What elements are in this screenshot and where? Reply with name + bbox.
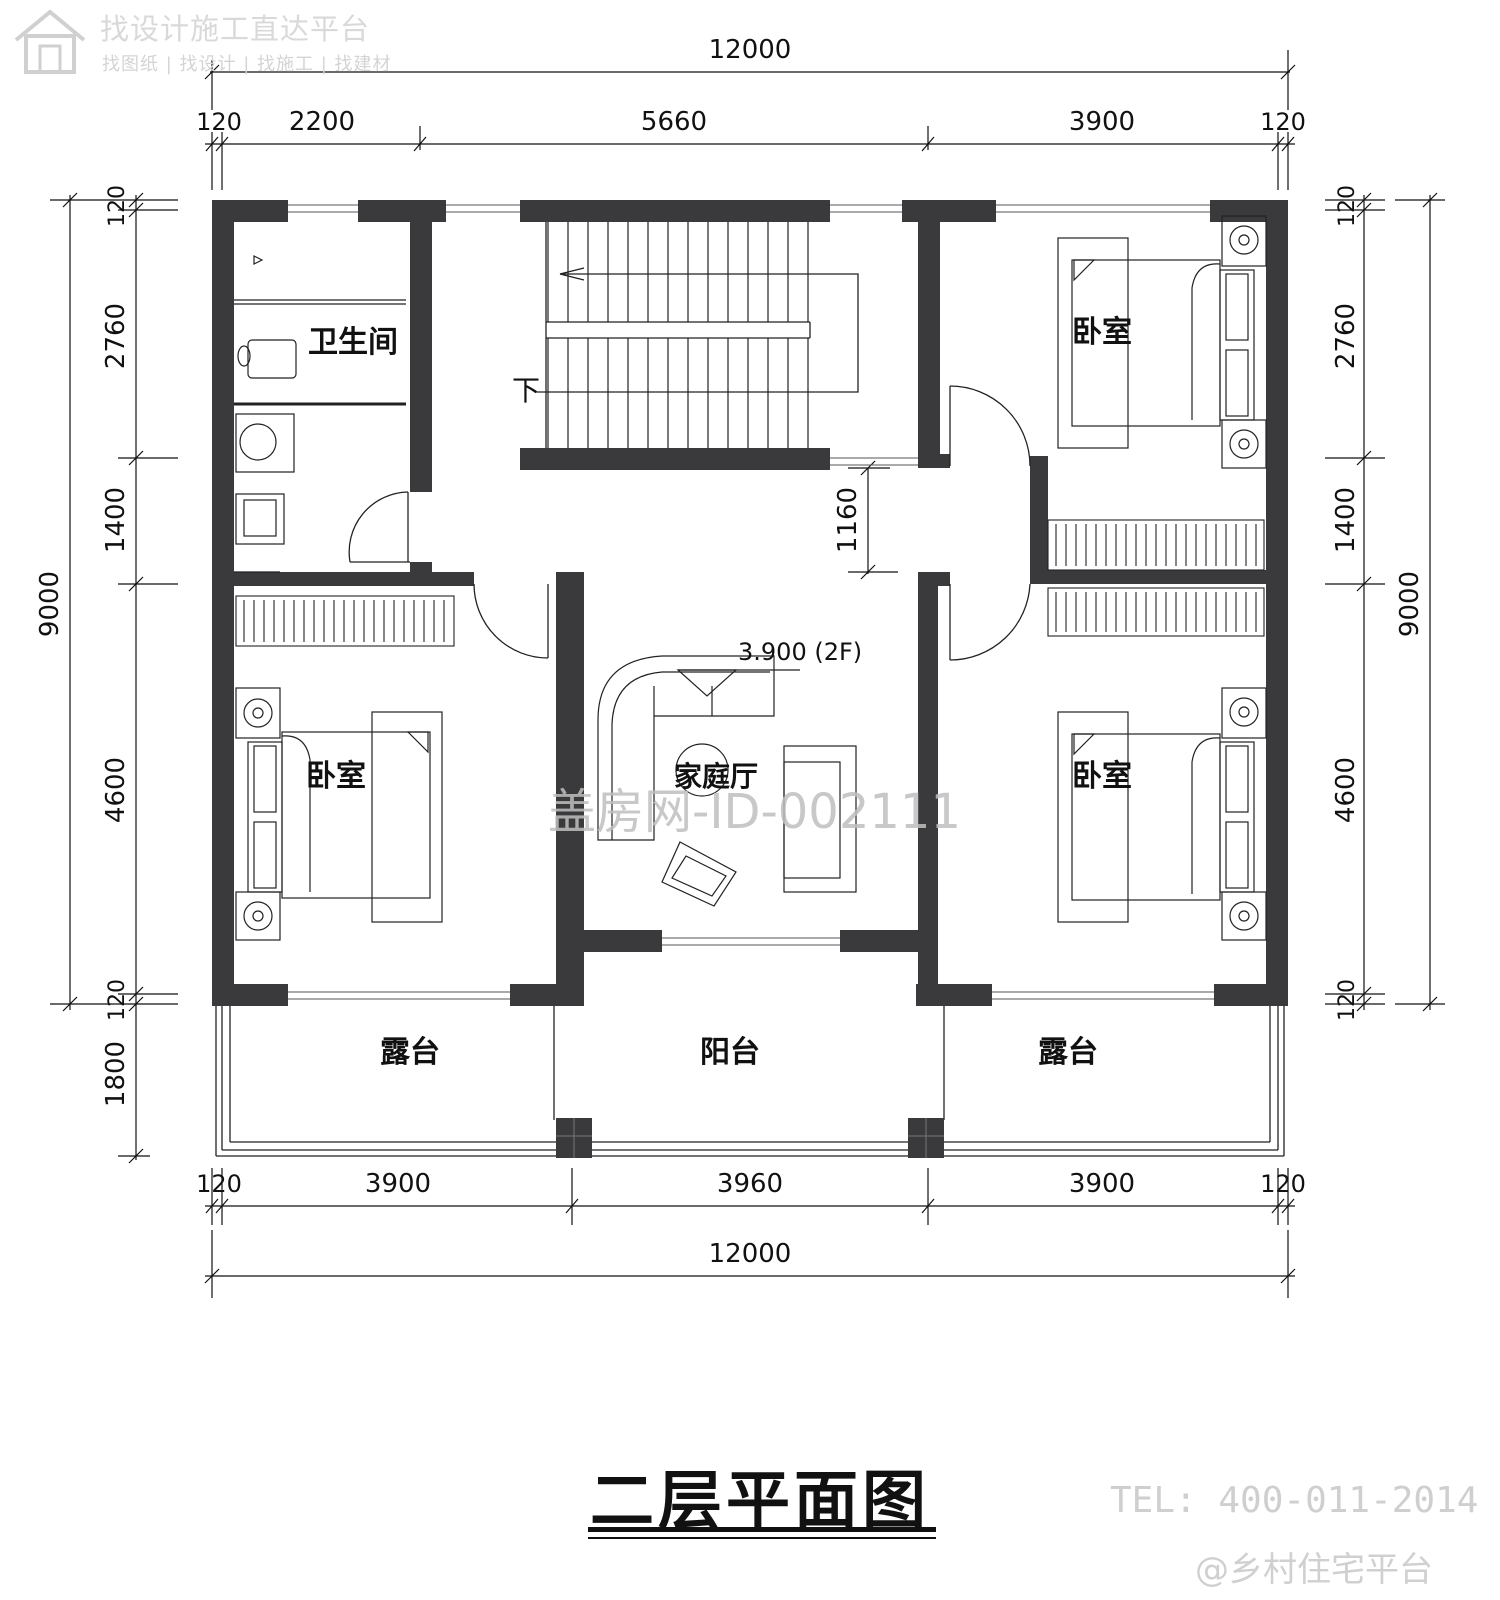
watermark-title: 找设计施工直达平台 <box>100 12 371 46</box>
watermark-platform: @乡村住宅平台 <box>1195 1550 1433 1590</box>
family-room-furniture <box>597 655 857 907</box>
dim-right-1: 120 <box>1335 185 1360 227</box>
dimension-lines <box>50 50 1445 1298</box>
dim-bottom-1: 120 <box>196 1170 242 1198</box>
dim-top-2: 2200 <box>289 107 355 137</box>
drawing-title: 二层平面图 <box>590 1465 930 1539</box>
bathroom-fixtures <box>234 255 406 573</box>
dim-top-1: 120 <box>196 108 242 136</box>
dim-bottom-2: 3900 <box>365 1169 431 1199</box>
room-label-terrace-right: 露台 <box>1038 1035 1098 1070</box>
dim-right-4: 4600 <box>1331 757 1361 823</box>
dim-top-4: 3900 <box>1069 107 1135 137</box>
room-label-bathroom: 卫生间 <box>308 325 398 360</box>
windows <box>288 204 1214 1000</box>
house-logo-icon <box>14 9 86 74</box>
dim-right-2: 2760 <box>1331 303 1361 369</box>
terrace-railing <box>215 1004 1285 1157</box>
vertical-dimension-labels: 120 2760 1400 4600 120 1800 9000 120 276… <box>35 185 1425 1107</box>
dim-top-5: 120 <box>1260 108 1306 136</box>
room-label-bedroom-lower-right: 卧室 <box>1072 759 1132 794</box>
watermark-subtitle: 找图纸 | 找设计 | 找施工 | 找建材 <box>102 54 392 75</box>
elevation-label: 3.900 (2F) <box>738 638 862 666</box>
dim-left-6: 1800 <box>101 1041 131 1107</box>
beds <box>235 215 1267 941</box>
room-label-balcony: 阳台 <box>700 1035 760 1070</box>
dim-left-2: 2760 <box>101 303 131 369</box>
doors <box>348 385 1031 661</box>
room-labels: 卫生间 卧室 卧室 卧室 家庭厅 露台 阳台 露台 <box>306 315 1132 1070</box>
dim-left-5: 120 <box>105 979 130 1021</box>
watermark-center: 盖房网-ID-002111 <box>548 784 961 840</box>
staircase <box>536 222 859 448</box>
terrace-columns <box>556 1118 944 1158</box>
dim-left-1: 120 <box>105 185 130 227</box>
dim-corridor: 1160 <box>833 487 863 553</box>
dim-left-4: 4600 <box>101 757 131 823</box>
room-label-bedroom-left: 卧室 <box>306 759 366 794</box>
room-label-bedroom-upper-right: 卧室 <box>1072 315 1132 350</box>
stair-down-label: 下 <box>512 374 540 407</box>
stair-treads <box>547 222 809 448</box>
title-underline-thin <box>588 1537 936 1539</box>
dim-top-3: 5660 <box>641 107 707 137</box>
walls <box>212 200 1288 1006</box>
dim-bottom-total: 12000 <box>709 1239 792 1269</box>
room-label-terrace-left: 露台 <box>380 1035 440 1070</box>
dim-bottom-4: 3900 <box>1069 1169 1135 1199</box>
dim-top-total: 12000 <box>709 35 792 65</box>
room-label-family-room: 家庭厅 <box>674 760 758 793</box>
dimension-labels: 12000 120 2200 5660 3900 120 120 3900 39… <box>196 35 1306 1269</box>
dim-right-total: 9000 <box>1395 571 1425 637</box>
dim-right-5: 120 <box>1335 979 1360 1021</box>
dim-right-3: 1400 <box>1331 487 1361 553</box>
dim-left-total: 9000 <box>35 571 65 637</box>
title-underline <box>588 1527 936 1532</box>
dim-left-3: 1400 <box>101 487 131 553</box>
watermark-tel: TEL: 400-011-2014 <box>1110 1480 1479 1521</box>
column-marks <box>556 1118 944 1158</box>
dim-bottom-3: 3960 <box>717 1169 783 1199</box>
wardrobes <box>235 519 1265 647</box>
dim-bottom-5: 120 <box>1260 1170 1306 1198</box>
